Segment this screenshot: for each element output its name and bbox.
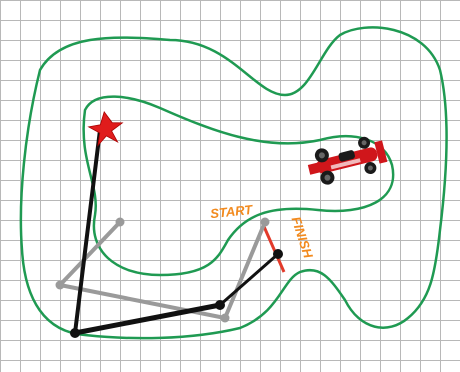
gray-move-path xyxy=(60,222,265,318)
gray-point xyxy=(116,218,125,227)
gray-point xyxy=(221,314,230,323)
gray-point xyxy=(56,281,65,290)
gray-point xyxy=(261,218,270,227)
start-label: START xyxy=(209,202,254,221)
black-point xyxy=(70,328,80,338)
finish-label: FINISH xyxy=(288,215,316,261)
track-inner-boundary xyxy=(84,97,394,275)
black-point xyxy=(273,249,283,259)
black-point xyxy=(215,300,225,310)
